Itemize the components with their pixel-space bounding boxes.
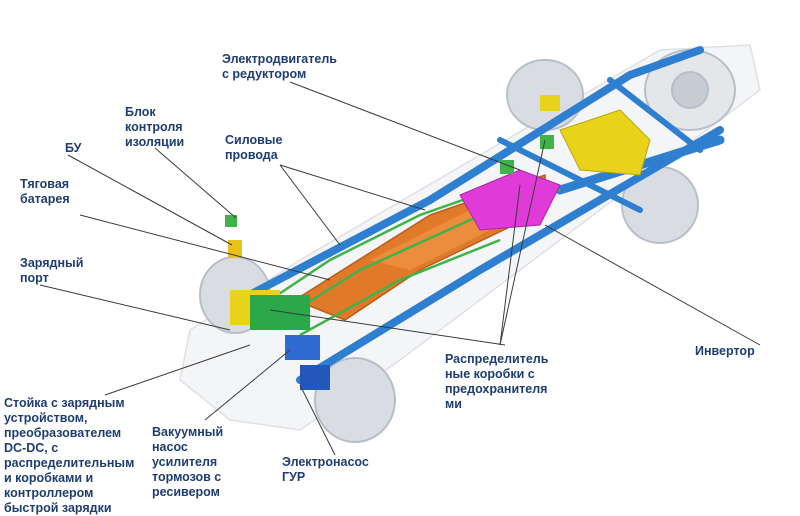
label-charging-rack: Стойка с зарядным устройством, преобразо…: [4, 396, 135, 515]
label-vacuum-pump: Вакуумный насос усилителя тормозов с рес…: [152, 425, 224, 499]
label-inverter: Инвертор: [695, 344, 755, 358]
label-charging-port: Зарядный порт: [20, 256, 84, 285]
label-power-wires: Силовые провода: [225, 133, 283, 162]
label-bu: БУ: [65, 141, 82, 155]
leader-lines: [39, 81, 761, 456]
label-fuse-boxes: Распределитель ные коробки с предохранит…: [445, 352, 549, 411]
motor-reducer: [540, 95, 651, 176]
label-motor: Электродвигатель с редуктором: [222, 52, 337, 81]
front-components: [225, 215, 330, 390]
label-steering-pump: Электронасос ГУР: [282, 455, 369, 484]
label-isolation: Блок контроля изоляции: [125, 105, 185, 149]
label-battery: Тяговая батарея: [20, 177, 70, 206]
